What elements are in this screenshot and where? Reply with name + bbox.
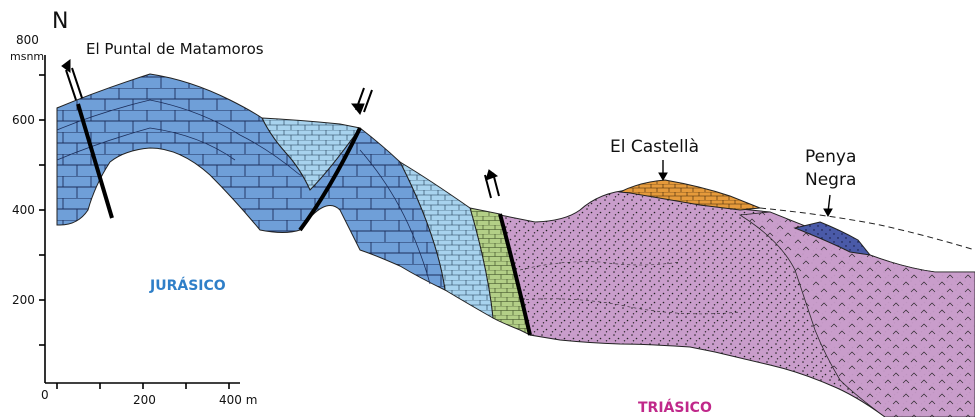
x-tick-400: 400 m bbox=[219, 393, 257, 407]
arrow-east bbox=[485, 170, 499, 198]
place-castella: El Castellà bbox=[610, 137, 699, 157]
triassic-unit bbox=[500, 190, 975, 417]
era-triasico: TRIÁSICO bbox=[638, 399, 712, 416]
x-tick-200: 200 bbox=[133, 393, 156, 407]
era-jurasico: JURÁSICO bbox=[149, 277, 226, 294]
y-tick-200: 200 bbox=[12, 293, 35, 307]
place-puntal: El Puntal de Matamoros bbox=[86, 40, 264, 58]
y-tick-400: 400 bbox=[12, 203, 35, 217]
place-penya-line1: Penya bbox=[805, 147, 856, 167]
jurassic-unit bbox=[57, 74, 445, 290]
x-tick-0: 0 bbox=[41, 388, 49, 402]
y-tick-600: 600 bbox=[12, 113, 35, 127]
arrow-middle bbox=[352, 88, 372, 114]
place-penya-line2: Negra bbox=[805, 170, 856, 190]
north-label: N bbox=[52, 9, 68, 34]
y-tick-800: 800 bbox=[16, 33, 39, 47]
arrow-puntal bbox=[62, 60, 82, 100]
y-unit-label: msnm bbox=[10, 50, 44, 63]
